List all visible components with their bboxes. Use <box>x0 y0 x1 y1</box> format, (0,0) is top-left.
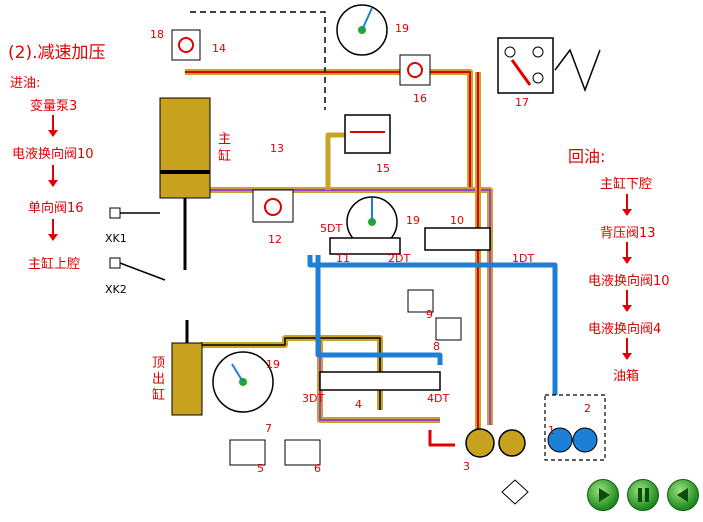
n2: 2 <box>584 402 591 415</box>
return-heading: 回油: <box>568 147 606 166</box>
top-cyl-label-2: 出 <box>152 372 166 387</box>
arrow-down-icon <box>48 165 58 187</box>
back-button[interactable] <box>667 479 699 511</box>
arrow-down-icon <box>622 338 632 360</box>
gauge-19-top <box>336 4 388 56</box>
main-cyl-label-2: 缸 <box>218 149 232 164</box>
n17: 17 <box>515 96 529 109</box>
n4dt: 4DT <box>427 392 450 405</box>
n15: 15 <box>376 162 390 175</box>
inflow-step-1: 变量泵3 <box>30 99 78 114</box>
n7: 7 <box>265 422 272 435</box>
n19b: 19 <box>406 214 420 227</box>
n4: 4 <box>355 398 362 411</box>
return-step-4: 电液换向阀4 <box>588 322 662 337</box>
valve-17 <box>497 37 554 94</box>
n10: 10 <box>450 214 464 227</box>
top-cyl-label-1: 顶 <box>152 356 166 371</box>
arrow-down-icon <box>622 242 632 264</box>
valve-6 <box>284 439 321 466</box>
check-valve-16 <box>399 54 431 86</box>
arrow-down-icon <box>48 219 58 241</box>
main-cylinder <box>159 97 211 199</box>
back-icon <box>677 488 688 502</box>
n1dt: 1DT <box>512 252 535 265</box>
valve-11 <box>329 237 401 255</box>
valve-10 <box>424 227 491 251</box>
return-step-1: 主缸下腔 <box>600 177 653 192</box>
return-step-3: 电液换向阀10 <box>588 274 670 289</box>
play-icon <box>599 488 610 502</box>
filter <box>501 479 529 505</box>
n3: 3 <box>463 460 470 473</box>
n11: 11 <box>336 252 350 265</box>
top-cyl-label-3: 缸 <box>152 388 166 403</box>
n19c: 19 <box>266 358 280 371</box>
inflow-step-3: 单向阀16 <box>28 201 84 216</box>
n2dt: 2DT <box>388 252 411 265</box>
n3dt: 3DT <box>302 392 325 405</box>
n13: 13 <box>270 142 284 155</box>
n18: 18 <box>150 28 164 41</box>
n5dt: 5DT <box>320 222 343 235</box>
pump-3 <box>465 428 526 458</box>
valve-8 <box>435 317 462 341</box>
top-out-cylinder <box>171 342 203 416</box>
inflow-step-4: 主缸上腔 <box>28 257 81 272</box>
return-step-5: 油箱 <box>613 369 640 384</box>
inflow-heading: 进油: <box>10 76 41 91</box>
check-valve-14 <box>171 29 201 61</box>
arrow-down-icon <box>622 290 632 312</box>
gauge-19-mid <box>346 196 398 248</box>
valve-12 <box>252 189 294 223</box>
pump-1 <box>547 427 598 453</box>
valve-15 <box>344 114 391 154</box>
n1: 1 <box>548 424 555 437</box>
n12: 12 <box>268 233 282 246</box>
return-step-2: 背压阀13 <box>600 226 656 241</box>
gauge-19-bottom <box>212 351 274 413</box>
pipe-blue <box>307 255 558 395</box>
n9: 9 <box>426 308 433 321</box>
valve-5 <box>229 439 266 466</box>
xk1-label: XK1 <box>105 232 127 245</box>
n6: 6 <box>314 462 321 475</box>
page-title: (2).减速加压 <box>8 43 106 63</box>
valve-9 <box>407 289 434 313</box>
n19a: 19 <box>395 22 409 35</box>
pause-button[interactable] <box>627 479 659 511</box>
n5: 5 <box>257 462 264 475</box>
play-button[interactable] <box>587 479 619 511</box>
xk2-label: XK2 <box>105 283 127 296</box>
arrow-down-icon <box>622 194 632 216</box>
valve-4 <box>319 371 441 391</box>
main-cyl-label-1: 主 <box>218 132 232 147</box>
inflow-step-2: 电液换向阀10 <box>12 147 94 162</box>
n8: 8 <box>433 340 440 353</box>
n16: 16 <box>413 92 427 105</box>
n14: 14 <box>212 42 226 55</box>
arrow-down-icon <box>48 115 58 137</box>
pause-icon <box>638 488 649 502</box>
